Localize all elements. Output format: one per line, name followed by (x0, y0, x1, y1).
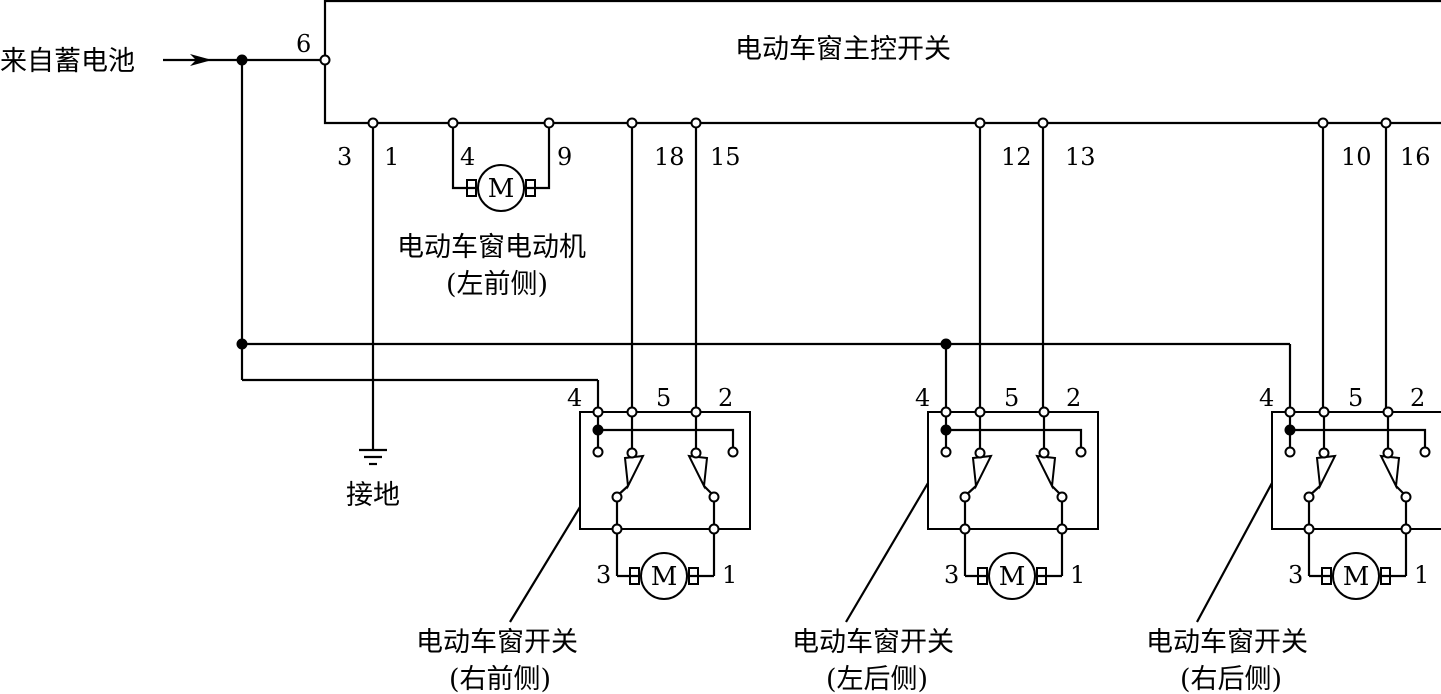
switch-pin-4: 4 (567, 384, 582, 412)
pin-label-16: 16 (1400, 143, 1431, 171)
window-switch-right-front (509, 406, 751, 623)
motor-pin-1: 1 (1414, 561, 1429, 589)
pin-label-12: 12 (1001, 143, 1032, 171)
battery-arrow-icon (163, 54, 212, 66)
pin-label-18: 18 (654, 143, 685, 171)
pin-label-9: 9 (557, 143, 572, 171)
terminal-6 (319, 54, 331, 66)
pin-label-15: 15 (710, 143, 741, 171)
switch-sublabel: (左后侧) (826, 664, 928, 694)
junction-dot (940, 338, 952, 350)
contact-arm-icon (1315, 454, 1337, 490)
motor-symbol: M (999, 562, 1026, 592)
master-switch-label: 电动车窗主控开关 (735, 34, 951, 65)
pin-label-10: 10 (1341, 143, 1372, 171)
switch-label: 电动车窗开关 (416, 627, 578, 658)
switch-pin-4: 4 (915, 384, 930, 412)
window-switch-right-rear (1196, 406, 1441, 623)
switch-pin-2: 2 (718, 384, 733, 412)
pin-label-4: 4 (460, 143, 475, 171)
motor-symbol: M (651, 562, 678, 592)
switch-pin-5: 5 (1004, 384, 1019, 412)
front-left-motor-sublabel: (左前侧) (446, 269, 548, 300)
battery-label: 来自蓄电池 (0, 46, 135, 77)
switch-pin-4: 4 (1259, 384, 1274, 412)
switch-box (1271, 411, 1441, 530)
motor-symbol: M (1343, 562, 1370, 592)
switch-label: 电动车窗开关 (792, 627, 954, 658)
contact-arm-icon (623, 454, 645, 490)
front-left-motor-label: 电动车窗电动机 (397, 232, 586, 263)
motor-pin-1: 1 (1070, 561, 1085, 589)
pin-label-1: 1 (384, 143, 399, 171)
motor-pin-3: 3 (1288, 561, 1303, 589)
motor-pin-3: 3 (944, 561, 959, 589)
pin-label-13: 13 (1065, 143, 1096, 171)
motor-icon (466, 164, 536, 212)
switch-pin-2: 2 (1410, 384, 1425, 412)
ground-label: 接地 (346, 480, 400, 511)
motor-symbol: M (488, 174, 515, 204)
master-terminals (367, 117, 1392, 129)
switch-sublabel: (右前侧) (449, 664, 551, 694)
pin-label-3: 3 (337, 143, 352, 171)
contact-arm-icon (1035, 454, 1057, 490)
motor-icon (629, 552, 699, 600)
pin-label-6: 6 (296, 30, 311, 58)
motor-icon (1321, 552, 1391, 600)
switch-pin-5: 5 (656, 384, 671, 412)
motor-pin-1: 1 (722, 561, 737, 589)
switch-pin-2: 2 (1066, 384, 1081, 412)
motor-pin-3: 3 (596, 561, 611, 589)
contact-arm-icon (1379, 454, 1401, 490)
switch-sublabel: (右后侧) (1180, 664, 1282, 694)
switch-box (927, 411, 1099, 530)
junction-dot (236, 54, 248, 66)
junction-dot (236, 338, 248, 350)
contact-arm-icon (687, 454, 709, 490)
switch-label: 电动车窗开关 (1146, 627, 1308, 658)
ground-icon (359, 448, 387, 466)
switch-pin-5: 5 (1348, 384, 1363, 412)
contact-arm-icon (971, 454, 993, 490)
window-switch-left-rear (845, 406, 1099, 623)
switch-box (579, 411, 751, 530)
motor-icon (977, 552, 1047, 600)
